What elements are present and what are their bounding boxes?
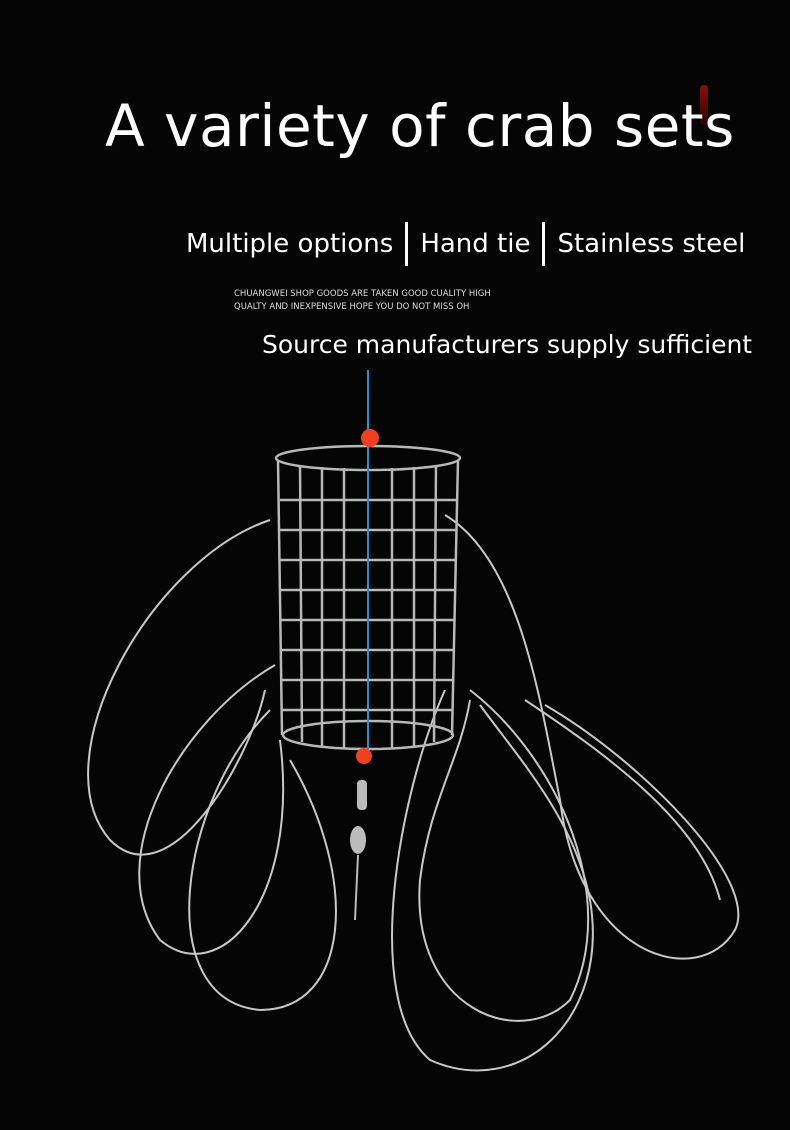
divider <box>405 222 409 266</box>
top-bead <box>361 429 379 447</box>
feature-list: Multiple options Hand tie Stainless stee… <box>186 222 745 266</box>
feature-multiple-options: Multiple options <box>186 229 394 259</box>
bottom-bead <box>356 748 372 764</box>
decorative-red-streak <box>700 85 708 125</box>
page-title: A variety of crab sets <box>105 92 735 160</box>
divider <box>542 222 546 266</box>
tagline-line-2: QUALTY AND INEXPENSIVE HOPE YOU DO NOT M… <box>234 302 470 312</box>
small-tagline: CHUANGWEI SHOP GOODS ARE TAKEN GOOD CUAL… <box>234 288 491 314</box>
swivel <box>350 780 367 921</box>
feature-hand-tie: Hand tie <box>420 229 531 259</box>
snare-loops <box>87 514 740 1072</box>
subtitle: Source manufacturers supply sufficient <box>262 330 753 359</box>
tagline-line-1: CHUANGWEI SHOP GOODS ARE TAKEN GOOD CUAL… <box>234 289 491 299</box>
feature-stainless-steel: Stainless steel <box>557 229 746 259</box>
